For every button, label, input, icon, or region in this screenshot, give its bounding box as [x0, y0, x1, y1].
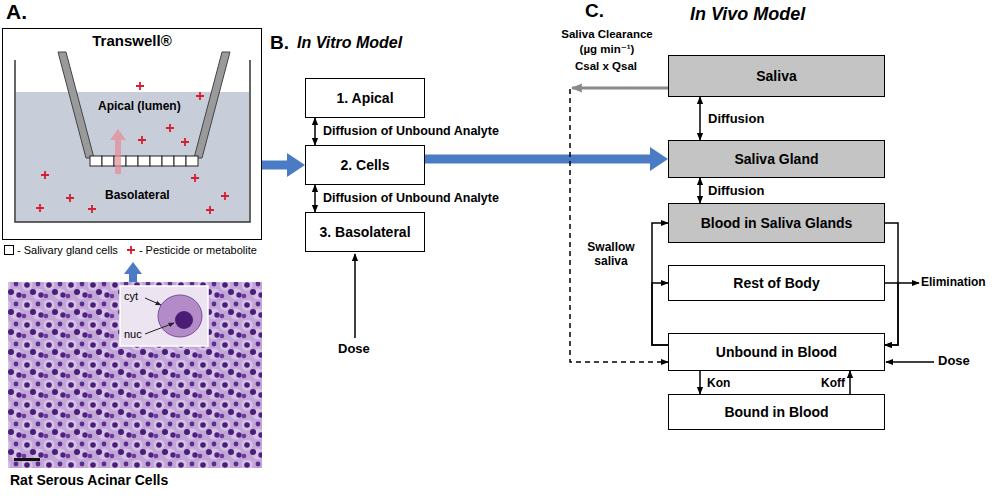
box-label: Rest of Body [733, 275, 819, 291]
box-label: Transwell® [3, 33, 261, 49]
legend-swatch [126, 245, 136, 255]
box-label: 1. Apical [336, 90, 393, 106]
connector-group [700, 371, 701, 394]
inset-label: cyt [124, 290, 138, 303]
histology-image [8, 282, 262, 468]
edge-label: Diffusion [707, 111, 765, 126]
legend: - Salivary gland cells - Pesticide or met… [4, 244, 257, 256]
cell-layer [90, 156, 198, 166]
compartment-box: 1. Apical [305, 78, 425, 118]
connector-group [850, 371, 851, 394]
connector-group [652, 223, 668, 345]
box-label: 3. Basolateral [319, 224, 410, 240]
legend-swatch [4, 245, 14, 255]
dose-arrow [886, 361, 934, 363]
edge-label: Diffusion of Unbound Analyte [322, 191, 500, 206]
inset-label: nuc [124, 328, 142, 341]
connector [699, 97, 701, 140]
connector [849, 371, 851, 394]
tissue-section [8, 282, 262, 468]
box-label: Apical (lumen) [98, 98, 181, 114]
panel-letter: B. [270, 32, 289, 54]
elimination-arrow [898, 282, 919, 284]
connector-group [315, 118, 316, 145]
connector [314, 118, 316, 145]
connector-group [315, 185, 316, 212]
connector-group [885, 283, 898, 345]
transwell-well [15, 52, 250, 222]
cell-nucleus [175, 311, 193, 329]
box-label: Blood in Saliva Glands [701, 215, 853, 231]
connector [885, 223, 898, 345]
compartment-box: 3. Basolateral [305, 212, 425, 252]
connector [652, 283, 668, 345]
edge-label: Diffusion [707, 183, 765, 198]
box-label: Unbound in Blood [716, 344, 837, 360]
connector [570, 88, 668, 362]
connector-group [700, 178, 701, 203]
image-caption: Rat Serous Acinar Cells [10, 472, 168, 488]
connector [699, 371, 701, 394]
insert-wall [194, 52, 230, 158]
panel-letter: A. [6, 0, 27, 24]
connector [699, 178, 701, 203]
compartment-box: Bound in Blood [668, 394, 885, 430]
pesticide-markers [36, 82, 229, 214]
dose-label: Dose [338, 342, 370, 357]
connector [885, 283, 898, 345]
dose-arrow [354, 254, 356, 338]
dose-label: Dose [938, 354, 970, 369]
scale-bar [14, 458, 40, 461]
flow-label: Elimination [921, 276, 986, 290]
flow-arrow [425, 155, 650, 164]
connector [314, 185, 316, 212]
transport-arrow [110, 129, 126, 174]
box-label: Saliva Gland [734, 151, 818, 167]
leader-line [145, 298, 161, 305]
insert-wall [58, 52, 94, 158]
compartment-box: Saliva [668, 55, 885, 97]
box-label: Basolateral [105, 187, 170, 203]
box-label: 2. Cells [340, 157, 389, 173]
legend-label: - Pesticide or metabolite [139, 244, 257, 256]
formula-label: Csal x Qsal [554, 60, 658, 73]
compartment-box: Unbound in Blood [668, 333, 885, 371]
connector-group [425, 159, 650, 160]
clearance-arrow [572, 87, 668, 90]
legend-item: - Salivary gland cells [4, 244, 118, 256]
leader-line [145, 323, 174, 334]
legend-label: - Salivary gland cells [17, 244, 118, 256]
edge-label: Kon [706, 376, 731, 391]
legend-item: - Pesticide or metabolite [126, 244, 257, 256]
panel-title: In Vivo Model [690, 4, 805, 25]
flow-label: Swallow saliva [576, 241, 646, 269]
box-label: Bound in Blood [724, 404, 828, 420]
edge-label: Koff [800, 376, 846, 391]
flow-arrow [262, 161, 287, 170]
compartment-box: Blood in Saliva Glands [668, 203, 885, 243]
transwell-panel: Transwell® Apical (lumen) Basolateral [2, 28, 262, 240]
connector-group [570, 88, 668, 362]
connector-group [652, 283, 668, 345]
connector-group [885, 223, 898, 345]
acinar-cell [158, 295, 202, 337]
connector-group [700, 97, 701, 140]
connector [652, 223, 668, 345]
inset [120, 286, 208, 346]
edge-label: Saliva Clearance (µg min⁻¹) [554, 27, 660, 57]
cross-symbol [126, 245, 136, 255]
box-label: Saliva [756, 68, 796, 84]
compartment-box: Rest of Body [668, 265, 885, 301]
connector-group [262, 165, 287, 166]
panel-title: In Vitro Model [297, 34, 402, 52]
panel-letter: C. [585, 0, 604, 22]
compartment-box: Saliva Gland [668, 140, 885, 178]
compartment-box: 2. Cells [305, 145, 425, 185]
edge-label: Diffusion of Unbound Analyte [322, 124, 500, 139]
